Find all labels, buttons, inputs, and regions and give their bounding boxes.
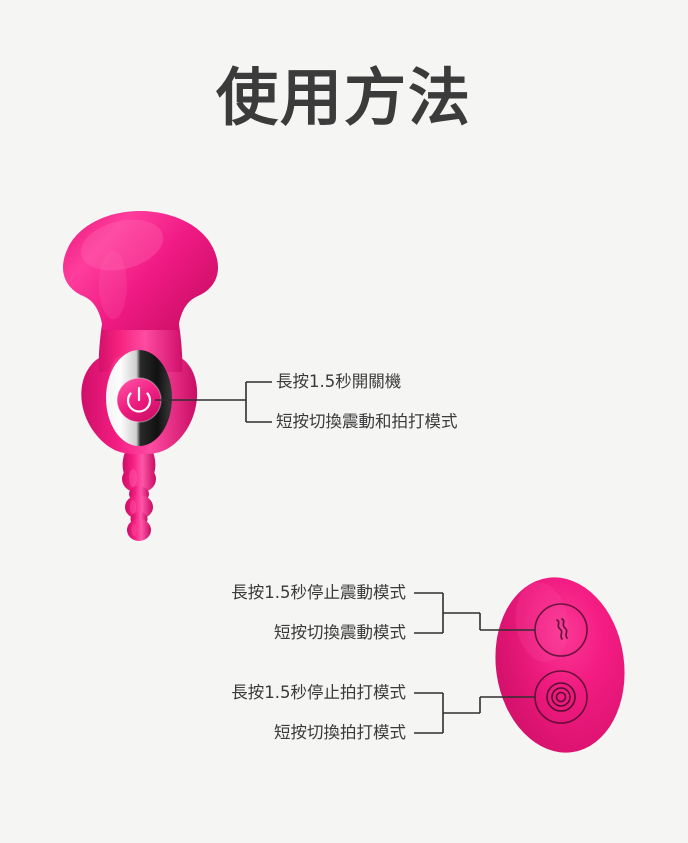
callout-short-press-switch-tapping: 短按切換拍打模式 — [274, 723, 406, 742]
callout-long-press-stop-tapping: 長按1.5秒停止拍打模式 — [231, 683, 406, 702]
page-title: 使用方法 — [215, 61, 472, 134]
beaded-tail — [122, 440, 156, 541]
tapping-group-connector — [414, 692, 535, 734]
device-cap — [62, 211, 219, 330]
device-illustration — [62, 211, 219, 541]
vibration-group-connector — [414, 592, 535, 634]
wave-icon — [556, 618, 568, 640]
callout-long-press-stop-vibration: 長按1.5秒停止震動模式 — [231, 583, 406, 602]
callout-short-press-mode: 短按切換震動和拍打模式 — [276, 412, 458, 431]
concentric-circles-icon — [546, 682, 576, 712]
device-neck — [98, 318, 183, 372]
remote-illustration — [495, 577, 625, 753]
callout-long-press-power: 長按1.5秒開關機 — [276, 372, 402, 391]
device-callout-connector — [155, 381, 272, 423]
callout-short-press-switch-vibration: 短按切換震動模式 — [274, 623, 406, 642]
power-button[interactable] — [116, 377, 162, 423]
power-icon — [126, 386, 152, 413]
